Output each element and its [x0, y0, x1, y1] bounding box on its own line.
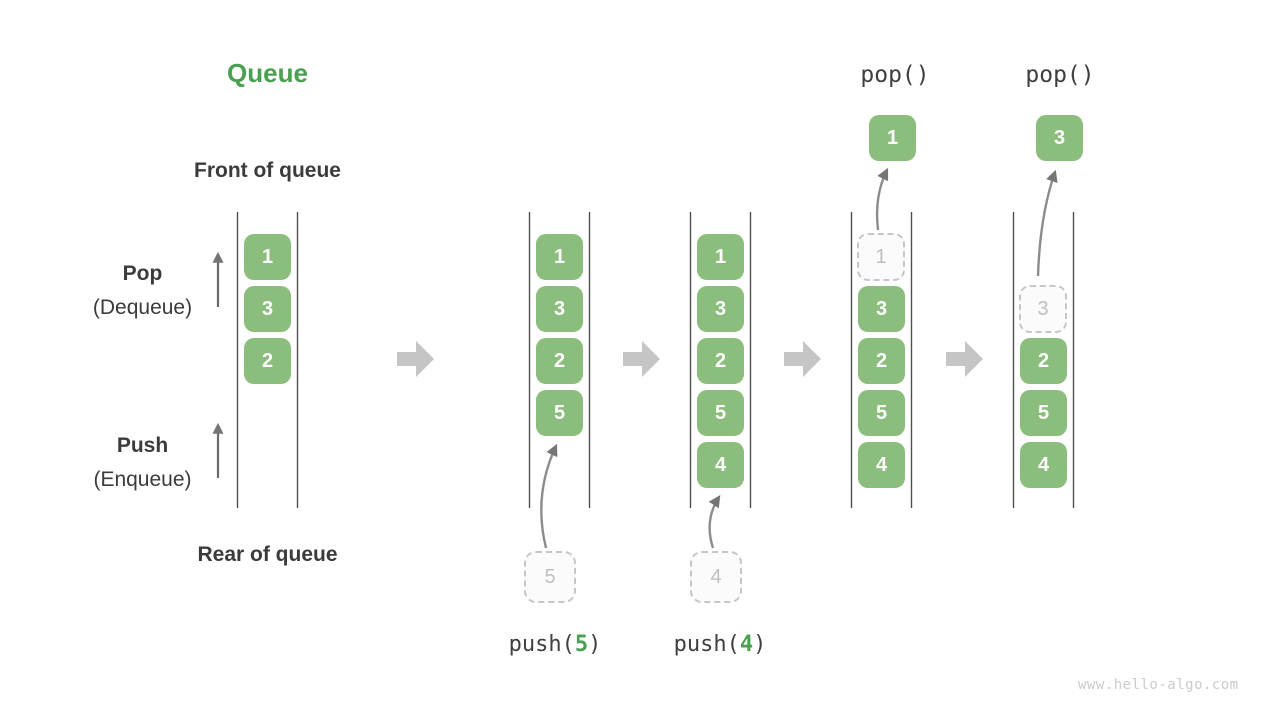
pop-operation-name: Pop — [122, 262, 163, 285]
state-transition-arrow — [784, 341, 821, 377]
pop-flow-arrow — [1036, 169, 1058, 277]
queue-item: 3 — [244, 286, 291, 332]
push-call-prefix: push( — [508, 632, 575, 657]
queue-item: 2 — [1020, 338, 1067, 384]
queue-item: 5 — [1020, 390, 1067, 436]
incoming-item: 5 — [524, 551, 576, 603]
queue-item: 3 — [697, 286, 744, 332]
pop-operation-alias: (Dequeue) — [92, 296, 193, 319]
push-call-label: push(5) — [485, 632, 625, 657]
push-operation-name: Push — [116, 434, 169, 457]
queue-item: 3 — [858, 286, 905, 332]
queue-item: 4 — [697, 442, 744, 488]
state-transition-arrow — [946, 341, 983, 377]
queue-item: 1 — [244, 234, 291, 280]
pop-call-label: pop() — [1025, 62, 1095, 88]
queue-item: 1 — [697, 234, 744, 280]
push-call-arg: 5 — [574, 632, 589, 657]
pop-operation-label: Pop (Dequeue) — [40, 257, 245, 325]
popped-item: 3 — [1036, 115, 1083, 161]
push-call-prefix: push( — [673, 632, 740, 657]
push-call-label: push(4) — [650, 632, 790, 657]
ghost-item: 1 — [857, 233, 905, 281]
page-title: Queue — [227, 58, 308, 88]
push-flow-arrow — [708, 494, 721, 549]
queue-item: 2 — [858, 338, 905, 384]
pop-call-label: pop() — [860, 62, 930, 88]
push-operation-alias: (Enqueue) — [93, 468, 192, 491]
push-call-arg: 4 — [739, 632, 754, 657]
pop-flow-arrow — [875, 167, 889, 231]
queue-item: 5 — [536, 390, 583, 436]
queue-item: 2 — [536, 338, 583, 384]
push-flow-arrow — [540, 443, 558, 549]
queue-item: 1 — [536, 234, 583, 280]
rear-of-queue-label: Rear of queue — [197, 543, 338, 566]
state-transition-arrow — [397, 341, 434, 377]
queue-item: 3 — [536, 286, 583, 332]
push-call-suffix: ) — [753, 632, 767, 657]
flow-arrows — [540, 167, 1058, 549]
ghost-item: 3 — [1019, 285, 1067, 333]
queue-item: 4 — [1020, 442, 1067, 488]
front-of-queue-label: Front of queue — [194, 159, 341, 182]
queue-item: 5 — [697, 390, 744, 436]
queue-item: 2 — [697, 338, 744, 384]
queue-item: 4 — [858, 442, 905, 488]
popped-item: 1 — [869, 115, 916, 161]
incoming-item: 4 — [690, 551, 742, 603]
push-call-suffix: ) — [588, 632, 602, 657]
state-transition-arrow — [623, 341, 660, 377]
watermark: www.hello-algo.com — [1078, 677, 1239, 693]
queue-walls — [236, 212, 1075, 508]
push-operation-label: Push (Enqueue) — [40, 429, 245, 497]
queue-item: 2 — [244, 338, 291, 384]
queue-item: 5 — [858, 390, 905, 436]
